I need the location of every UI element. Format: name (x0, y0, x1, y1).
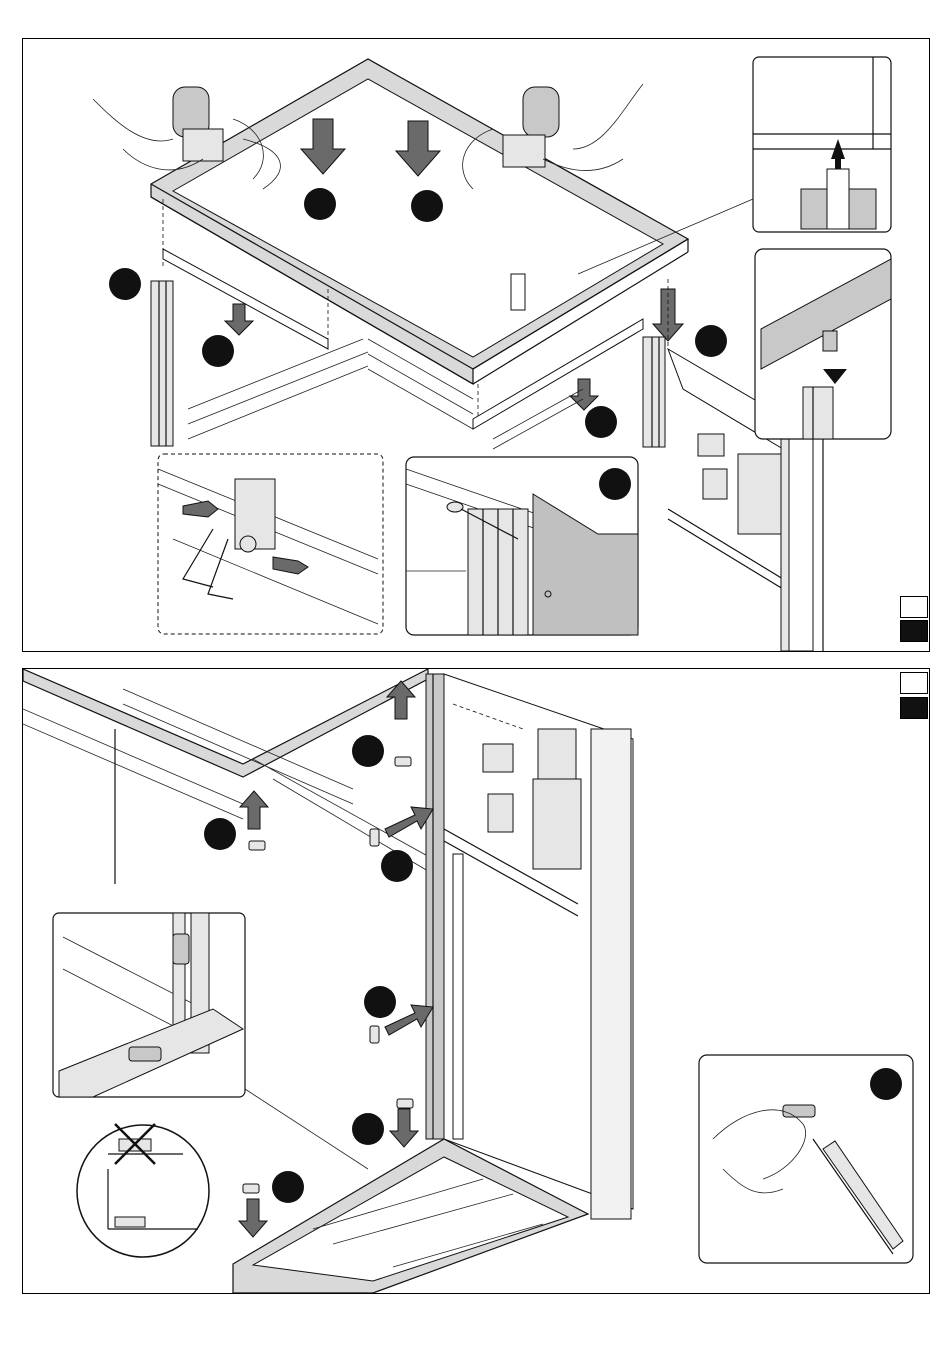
top-panel-illustration (23, 39, 929, 651)
page-tab-empty (900, 672, 928, 694)
cabinet-column (426, 674, 633, 1219)
bottom-panel-illustration (23, 669, 929, 1293)
roof-edge (23, 669, 433, 884)
assembly-step-bottom-panel (22, 668, 930, 1294)
page-tab-empty (900, 596, 928, 618)
page-tab-filled (900, 620, 928, 642)
clip-detail-inset (755, 249, 891, 439)
hex-key-detail-inset (158, 454, 383, 634)
base-frame (233, 1139, 588, 1293)
assembly-step-top-panel (22, 38, 930, 652)
page-tab-filled (900, 697, 928, 719)
cap-piece (243, 757, 413, 1193)
wrong-right-inset (77, 1124, 209, 1257)
roof-frame (151, 59, 688, 384)
cap-detail-inset (53, 913, 368, 1169)
